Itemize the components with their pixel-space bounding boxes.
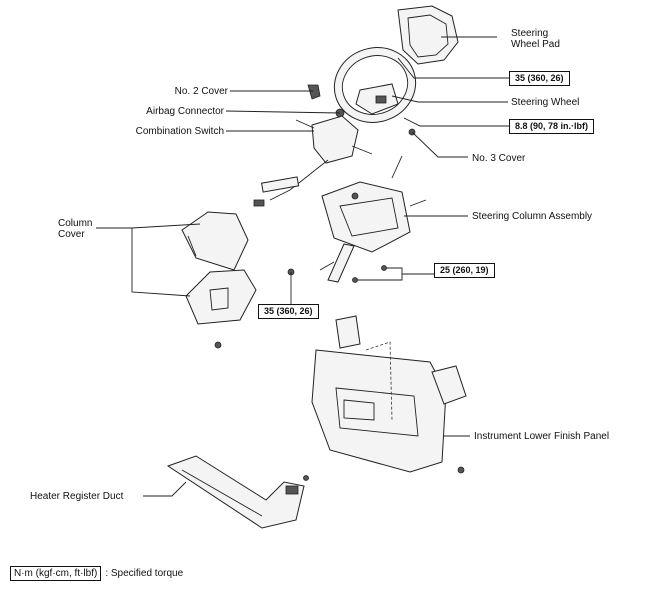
legend-unit-box: N·m (kgf·cm, ft·lbf) bbox=[10, 566, 102, 581]
steering-wheel-pad-drawing bbox=[394, 5, 459, 65]
label-airbag-connector: Airbag Connector bbox=[146, 106, 224, 117]
label-instrument-lower-finish-panel: Instrument Lower Finish Panel bbox=[474, 431, 610, 442]
leader-lines bbox=[96, 36, 509, 497]
label-no3-cover: No. 3 Cover bbox=[472, 153, 526, 164]
torque-legend: N·m (kgf·cm, ft·lbf): Specified torque bbox=[10, 566, 183, 581]
finish-panel-drawing bbox=[311, 315, 467, 474]
label-steering-wheel: Steering Wheel bbox=[511, 97, 580, 108]
label-no2-cover: No. 2 Cover bbox=[174, 86, 228, 97]
label-heater-register-duct: Heater Register Duct bbox=[30, 491, 124, 502]
label-steering-column-assembly: Steering Column Assembly bbox=[472, 211, 593, 222]
torque-column-bolt: 35 (360, 26) bbox=[258, 304, 319, 319]
combination-switch-drawing bbox=[253, 115, 373, 207]
no2-cover-drawing bbox=[307, 84, 321, 100]
label-column-cover: Column Cover bbox=[58, 218, 93, 240]
torque-column-nut: 25 (260, 19) bbox=[434, 263, 495, 278]
heater-duct-drawing bbox=[166, 455, 309, 529]
torque-pad: 35 (360, 26) bbox=[509, 71, 570, 86]
steering-column-drawing bbox=[319, 155, 427, 283]
label-combination-switch: Combination Switch bbox=[135, 126, 224, 137]
torque-wheel: 8.8 (90, 78 in.·lbf) bbox=[509, 119, 595, 134]
column-cover-drawing bbox=[181, 211, 295, 349]
steering-wheel-drawing bbox=[333, 47, 417, 136]
legend-text: : Specified torque bbox=[105, 568, 184, 579]
label-steering-wheel-pad: Steering Wheel Pad bbox=[511, 28, 560, 50]
